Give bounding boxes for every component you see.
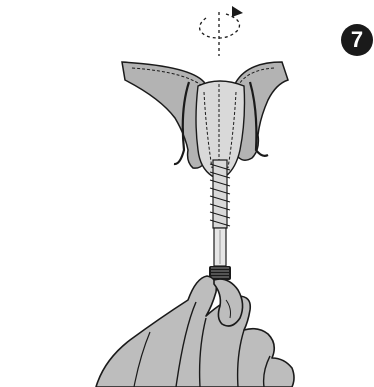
cup-stem — [210, 160, 230, 266]
step-number-badge: 7 — [341, 24, 373, 56]
hand — [96, 276, 294, 387]
rotate-clockwise-arrow-icon — [200, 6, 243, 56]
